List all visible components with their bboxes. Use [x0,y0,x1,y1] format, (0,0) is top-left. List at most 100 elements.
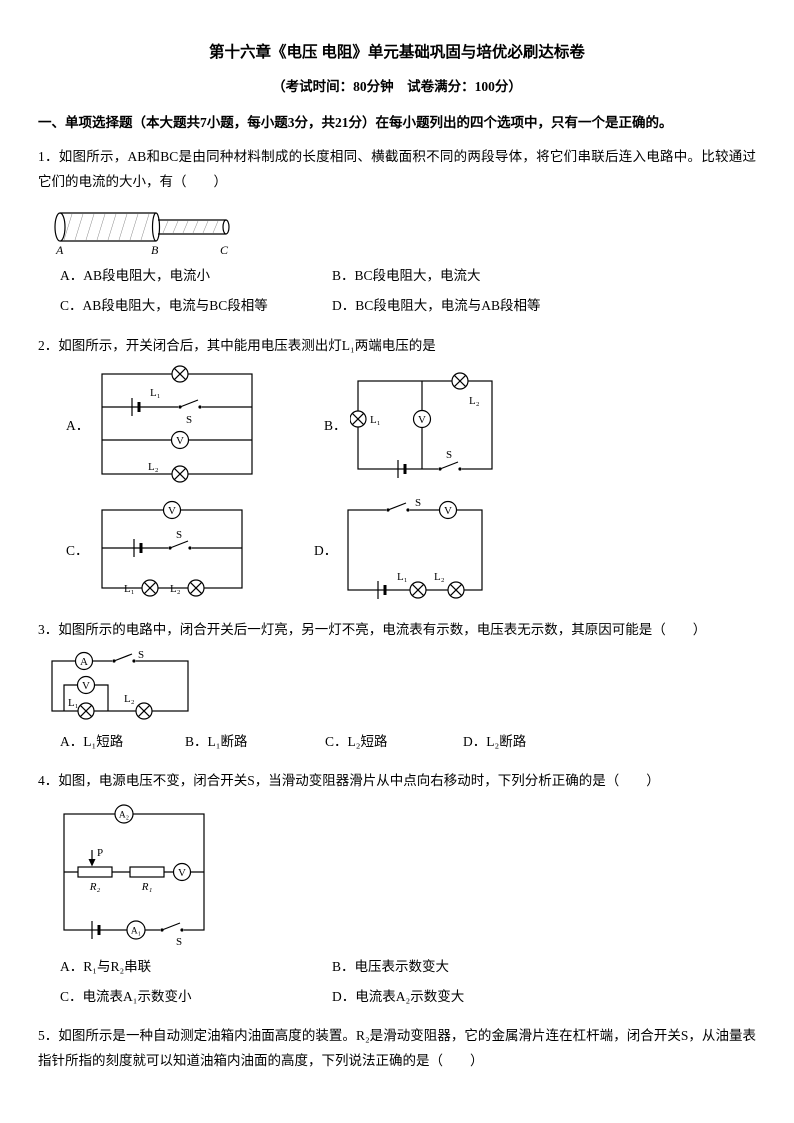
voltmeter-icon: V [162,501,182,520]
voltmeter-label: V [176,435,184,447]
circuit-option-c: C． V S [66,498,252,600]
battery-icon [91,920,101,939]
switch-label: S [186,414,192,426]
lamp1-label: L₁ [68,697,79,709]
circuit-c-svg: V S L₁ [101,501,243,597]
option-3d: D．L₂断路 [463,733,527,749]
voltmeter-label: V [444,505,452,517]
lamp-icon [451,372,469,390]
switch-label: S [176,936,182,948]
question-3-circuit-svg: A S V L₁ L₂ [51,649,189,720]
ammeter2-label: A₂ [119,810,129,820]
lamp-icon [171,465,189,483]
option-1c: C．AB段电阻大，电流与BC段相等 [60,298,268,314]
wire [101,373,253,475]
option-1b: B．BC段电阻大，电流大 [332,267,481,283]
resistor-icon [129,866,165,878]
lamp-icon [141,579,159,597]
conductor-figure-svg: A B C [54,212,230,257]
lamp-icon [447,581,465,599]
option-1a: A．AB段电阻大，电流小 [60,267,211,283]
lamp-icon [409,581,427,599]
question-4-circuit-svg: A₂ P R₂ R₁ V [63,804,205,948]
rheostat-icon [77,866,113,878]
option-1d: D．BC段电阻大，电流与AB段相等 [332,298,541,314]
voltmeter-icon: V [438,501,458,520]
lamp-icon [171,365,189,383]
lamp2-label: L₂ [434,571,445,583]
question-3-figure: A S V L₁ L₂ [44,647,756,725]
ammeter-icon: A₁ [126,920,146,940]
lamp2-label: L₂ [124,693,135,705]
lamp-icon [350,410,367,428]
lamp2-label: L₂ [469,395,480,407]
question-2-circuits-row-1: A． L₁ [66,364,756,484]
switch-label: S [446,449,452,461]
point-c-label: C [220,243,229,257]
question-2-circuits-row-2: C． V S [66,494,756,604]
lamp-icon [135,702,153,720]
lamp1-label: L₁ [124,583,135,595]
option-3a: A．L₁短路 [60,733,124,749]
switch-label: S [176,529,182,541]
circuit-b-label: B． [324,418,347,434]
voltmeter-icon: V [170,431,190,450]
circuit-option-b: B． L₁ V L₂ [324,367,500,481]
page-subtitle: （考试时间：80分钟 试卷满分：100分） [272,79,522,94]
question-4-options: A．R₁与R₂串联 B．电压表示数变大 C．电流表A₁示数变小 D．电流表A₂示… [38,952,756,1013]
question-1-text: 1．如图所示，AB和BC是由同种材料制成的长度相同、横截面积不同的两段导体，将它… [38,148,756,190]
voltmeter-label: V [418,414,426,426]
option-4d: D．电流表A₂示数变大 [332,989,465,1005]
r1-label: R₁ [141,881,153,893]
slider-label: P [97,847,103,859]
voltmeter-icon: V [172,862,192,882]
switch-icon [438,461,462,472]
question-2-text: 2．如图所示，开关闭合后，其中能用电压表测出灯L₁两端电压的是 [38,337,436,353]
option-4a: A．R₁与R₂串联 [60,958,152,974]
circuit-a-svg: L₁ S V [101,365,253,483]
switch-icon [386,502,410,513]
wire [347,509,483,591]
question-4-figure: A₂ P R₂ R₁ V [52,798,756,948]
point-b-label: B [151,243,159,257]
battery-icon [133,539,143,558]
circuit-d-svg: S V L₁ [347,497,483,600]
lamp1-label: L₁ [370,414,381,426]
voltmeter-label: V [178,867,186,879]
question-3-options: A．L₁短路 B．L₁断路 C．L₂短路 D．L₂断路 [38,727,756,757]
battery-icon [131,398,141,417]
lamp2-label: L₂ [170,583,181,595]
question-3-text: 3．如图所示的电路中，闭合开关后一灯亮，另一灯不亮，电流表有示数，电压表无示数，… [38,622,707,638]
point-a-label: A [55,243,64,257]
option-4c: C．电流表A₁示数变小 [60,989,192,1005]
question-1-options: A．AB段电阻大，电流小 B．BC段电阻大，电流大 C．AB段电阻大，电流与BC… [38,261,756,322]
circuit-d-label: D． [314,543,338,559]
thin-conductor-section [158,219,230,235]
circuit-a-label: A． [66,418,90,434]
battery-icon [377,581,387,600]
lamp1-label: L₁ [397,571,408,583]
question-5-text: 5．如图所示是一种自动测定油箱内油面高度的装置。R₂是滑动变阻器，它的金属滑片连… [38,1027,756,1069]
ammeter-label: A [80,656,88,668]
circuit-option-a: A． L₁ [66,364,262,484]
battery-icon [397,460,407,479]
slider-arrow-icon [88,849,96,867]
page-title: 第十六章《电压 电阻》单元基础巩固与培优必刷达标卷 [209,44,585,61]
voltmeter-icon: V [76,675,96,695]
ammeter-icon: A [74,651,94,671]
ammeter-icon: A₂ [114,804,134,824]
ammeter1-label: A₁ [131,926,141,936]
switch-label: S [415,497,421,509]
lamp-icon [77,702,95,720]
option-4b: B．电压表示数变大 [332,958,450,974]
voltmeter-icon: V [412,410,432,429]
circuit-b-svg: L₁ V L₂ [350,372,493,479]
thick-conductor-section [54,212,161,242]
switch-icon [168,540,192,551]
switch-icon [112,653,136,663]
switch-icon [178,399,202,410]
circuit-option-d: D． S V [314,494,490,604]
question-4-text: 4．如图，电源电压不变，闭合开关S，当滑动变阻器滑片从中点向右移动时，下列分析正… [38,773,660,789]
voltmeter-label: V [82,680,90,692]
